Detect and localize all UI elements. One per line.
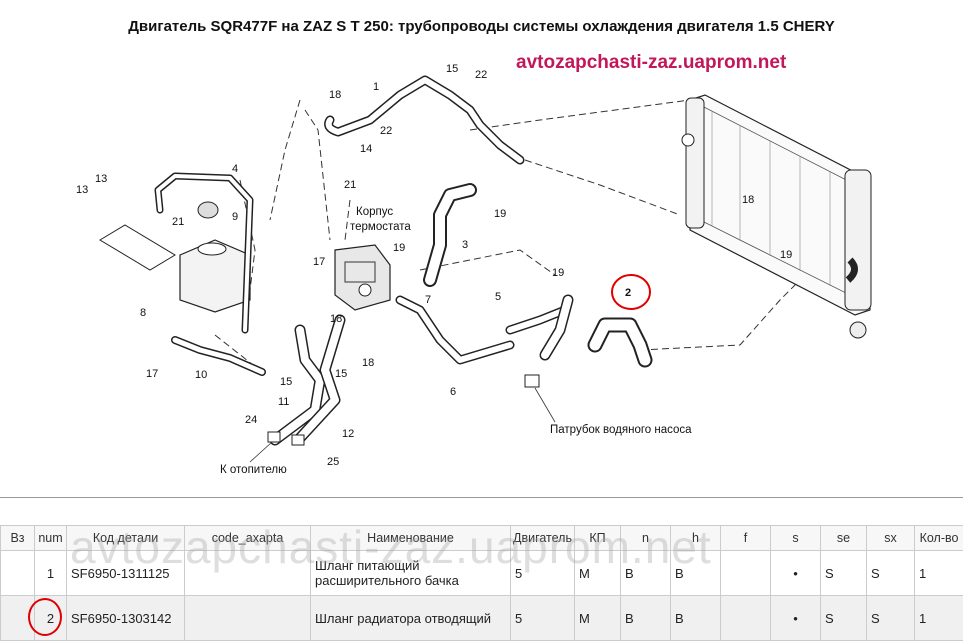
svg-text:9: 9 bbox=[232, 211, 238, 223]
cell-vz bbox=[1, 551, 35, 596]
svg-text:18: 18 bbox=[362, 357, 374, 369]
svg-text:7: 7 bbox=[425, 294, 431, 306]
cell-s: • bbox=[771, 596, 821, 641]
radiator bbox=[682, 95, 871, 338]
cell-engine: 5 bbox=[511, 551, 575, 596]
table-row[interactable]: 2 SF6950-1303142 Шланг радиатора отводящ… bbox=[1, 596, 963, 641]
svg-text:24: 24 bbox=[245, 414, 257, 426]
cell-f bbox=[721, 596, 771, 641]
thermostat-housing bbox=[335, 245, 390, 310]
table-row[interactable]: 1 SF6950-1311125 Шланг питающий расширит… bbox=[1, 551, 963, 596]
svg-text:2: 2 bbox=[625, 287, 631, 299]
svg-text:15: 15 bbox=[446, 63, 458, 75]
svg-text:19: 19 bbox=[393, 242, 405, 254]
col-header-axapta[interactable]: code_axapta bbox=[185, 526, 311, 551]
cell-s: • bbox=[771, 551, 821, 596]
cell-n: B bbox=[621, 596, 671, 641]
svg-text:6: 6 bbox=[450, 386, 456, 398]
svg-text:11: 11 bbox=[278, 396, 289, 408]
svg-text:3: 3 bbox=[462, 239, 468, 251]
col-header-engine[interactable]: Двигатель bbox=[511, 526, 575, 551]
svg-text:17: 17 bbox=[313, 256, 325, 268]
svg-text:21: 21 bbox=[344, 179, 356, 191]
cell-engine: 5 bbox=[511, 596, 575, 641]
cell-sx: S bbox=[867, 596, 915, 641]
cell-se: S bbox=[821, 596, 867, 641]
cell-name: Шланг питающий расширительного бачка bbox=[311, 551, 511, 596]
col-header-f[interactable]: f bbox=[721, 526, 771, 551]
cell-qty: 1 bbox=[915, 596, 963, 641]
col-header-kp[interactable]: КП bbox=[575, 526, 621, 551]
svg-text:18: 18 bbox=[742, 194, 754, 206]
svg-text:18: 18 bbox=[329, 89, 341, 101]
cell-code: SF6950-1311125 bbox=[67, 551, 185, 596]
svg-text:13: 13 bbox=[76, 184, 88, 196]
col-header-s[interactable]: s bbox=[771, 526, 821, 551]
svg-text:19: 19 bbox=[494, 208, 506, 220]
svg-text:22: 22 bbox=[380, 125, 392, 137]
cell-axapta bbox=[185, 551, 311, 596]
cell-name: Шланг радиатора отводящий bbox=[311, 596, 511, 641]
table-header-row: Вз num Код детали code_axapta Наименован… bbox=[1, 526, 963, 551]
svg-text:5: 5 bbox=[495, 291, 501, 303]
svg-text:21: 21 bbox=[172, 216, 184, 228]
heater-caption: К отопителю bbox=[220, 464, 287, 476]
col-header-qty[interactable]: Кол-во bbox=[915, 526, 963, 551]
cell-num: 1 bbox=[35, 551, 67, 596]
svg-text:1: 1 bbox=[373, 81, 379, 93]
separator bbox=[0, 497, 963, 498]
col-header-vz[interactable]: Вз bbox=[1, 526, 35, 551]
svg-text:12: 12 bbox=[342, 428, 354, 440]
pump-caption: Патрубок водяного насоса bbox=[550, 424, 692, 436]
svg-text:10: 10 bbox=[195, 369, 207, 381]
col-header-sx[interactable]: sx bbox=[867, 526, 915, 551]
cell-axapta bbox=[185, 596, 311, 641]
cell-h: B bbox=[671, 596, 721, 641]
svg-text:19: 19 bbox=[552, 267, 564, 279]
cell-kp: M bbox=[575, 596, 621, 641]
cell-kp: M bbox=[575, 551, 621, 596]
col-header-name[interactable]: Наименование bbox=[311, 526, 511, 551]
svg-text:14: 14 bbox=[360, 143, 372, 155]
highlight-circle-row-2 bbox=[28, 598, 62, 636]
cell-h: B bbox=[671, 551, 721, 596]
col-header-code[interactable]: Код детали bbox=[67, 526, 185, 551]
svg-text:8: 8 bbox=[140, 307, 146, 319]
col-header-n[interactable]: n bbox=[621, 526, 671, 551]
cell-n: B bbox=[621, 551, 671, 596]
cell-code: SF6950-1303142 bbox=[67, 596, 185, 641]
diagram-captions: Корпус термостата Патрубок водяного насо… bbox=[220, 206, 692, 476]
svg-text:18: 18 bbox=[330, 313, 342, 325]
cell-sx: S bbox=[867, 551, 915, 596]
thermostat-caption-line1: Корпус bbox=[356, 206, 393, 218]
svg-text:4: 4 bbox=[232, 163, 238, 175]
svg-text:17: 17 bbox=[146, 368, 158, 380]
cell-f bbox=[721, 551, 771, 596]
svg-text:13: 13 bbox=[95, 173, 107, 185]
svg-text:22: 22 bbox=[475, 69, 487, 81]
cell-qty: 1 bbox=[915, 551, 963, 596]
svg-text:15: 15 bbox=[335, 368, 347, 380]
cell-se: S bbox=[821, 551, 867, 596]
thermostat-caption-line2: термостата bbox=[350, 221, 411, 233]
col-header-h[interactable]: h bbox=[671, 526, 721, 551]
col-header-se[interactable]: se bbox=[821, 526, 867, 551]
svg-text:25: 25 bbox=[327, 456, 339, 468]
svg-text:15: 15 bbox=[280, 376, 292, 388]
col-header-num[interactable]: num bbox=[35, 526, 67, 551]
parts-diagram: 1 2 3 4 5 6 7 8 9 10 11 12 13 13 14 15 1… bbox=[0, 0, 963, 497]
parts-table: Вз num Код детали code_axapta Наименован… bbox=[0, 525, 963, 641]
svg-text:19: 19 bbox=[780, 249, 792, 261]
